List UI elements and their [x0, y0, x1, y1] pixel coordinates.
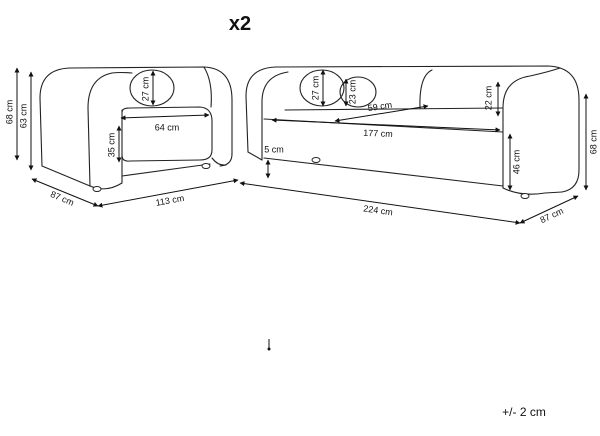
armchair-back-outline — [39, 66, 233, 167]
sofa-pillow-left-height-label: 27 cm — [310, 76, 320, 101]
armchair-foot-left — [92, 186, 102, 192]
sofa-right-arm-bottom — [502, 187, 563, 195]
stray-mark — [267, 339, 271, 351]
sofa-back-divider — [419, 69, 433, 109]
armchair-right-arm-inner — [203, 66, 212, 108]
armchair-right-arm-bottom — [211, 157, 227, 166]
tolerance-label: +/- 2 cm — [502, 405, 546, 419]
armchair-foot-right — [201, 163, 211, 169]
sofa-width-line — [239, 181, 521, 225]
armchair-seat-height-label: 35 cm — [106, 133, 116, 158]
armchair-height-total-label: 68 cm — [4, 100, 14, 125]
sofa-seat-width-label: 177 cm — [363, 128, 393, 139]
sofa-seat-depth-label: 59 cm — [367, 100, 393, 114]
quantity-label: x2 — [229, 13, 251, 35]
sofa-back-outline — [245, 65, 580, 193]
armchair-side-bottom — [41, 165, 91, 187]
armchair-seat-width-label: 64 cm — [155, 122, 180, 132]
armchair-seat-width-line — [120, 112, 210, 121]
sofa-seat-height-label: 46 cm — [511, 150, 521, 175]
sofa-right-arm-front — [502, 67, 561, 189]
sofa-dimensions: 27 cm 23 cm 59 cm 177 cm 22 cm 5 cm 46 c… — [239, 69, 598, 225]
armchair-height-back-label: 63 cm — [18, 104, 28, 129]
sofa-pillow-left — [299, 69, 345, 107]
sofa-height-total-label: 68 cm — [588, 130, 598, 155]
sofa-foot-right — [520, 193, 530, 199]
sofa-seat-back-edge — [284, 107, 504, 111]
sofa-foot-left — [311, 157, 321, 163]
armchair-pillow — [129, 69, 175, 107]
sofa-drawing — [245, 65, 580, 199]
armchair-width-line — [97, 178, 239, 208]
sofa-seat-width-line — [271, 117, 501, 133]
sofa-side-bottom — [247, 151, 263, 161]
armchair-seat-cushion — [121, 106, 213, 162]
sofa-left-arm-front — [261, 71, 289, 161]
armchair-drawing — [39, 66, 233, 192]
sofa-leg-height-label: 5 cm — [264, 144, 284, 154]
sofa-arm-height-label: 22 cm — [483, 86, 493, 111]
armchair-left-arm-front — [87, 71, 133, 187]
armchair-pillow-height-label: 27 cm — [140, 77, 150, 102]
armchair-depth-line — [31, 178, 99, 207]
sofa-pillow-right-height-label: 23 cm — [347, 80, 357, 105]
armchair-dimensions: 68 cm 63 cm 27 cm 64 cm 35 cm 87 cm 113 … — [4, 67, 239, 208]
sofa-width-label: 224 cm — [363, 203, 394, 217]
armchair-width-label: 113 cm — [155, 193, 185, 208]
armchair-base-front — [121, 163, 211, 177]
sofa-base-front — [263, 157, 504, 187]
sofa-depth-line — [519, 195, 579, 224]
